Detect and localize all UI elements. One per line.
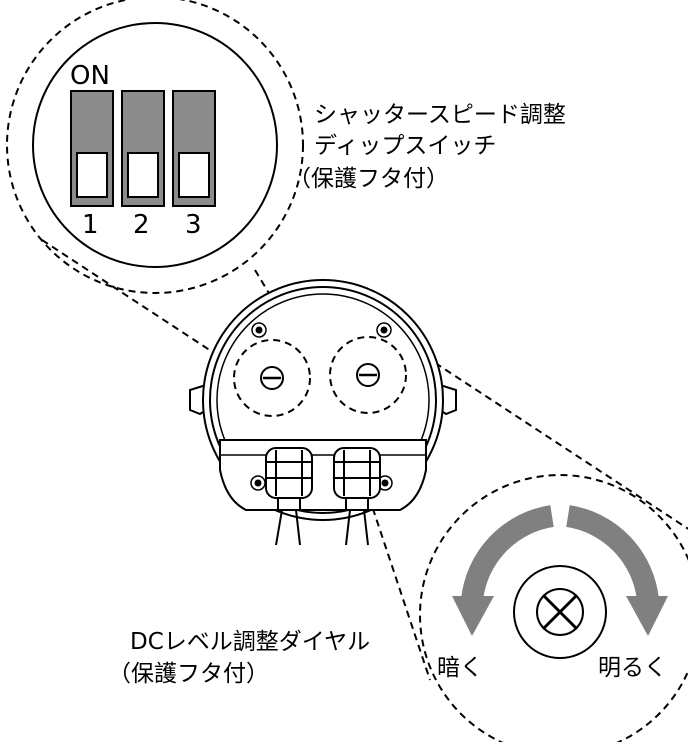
dip-on-label: ON <box>70 61 110 91</box>
slotted-screw-icon[interactable] <box>260 366 284 390</box>
corner-screw-bl <box>250 475 266 491</box>
dial-label-brighter: 明るく <box>598 655 667 681</box>
dc-caption-line2: （保護フタ付） <box>108 661 269 687</box>
dip-caption-line3: （保護フタ付） <box>288 166 449 192</box>
dip-number-2: 2 <box>133 210 150 240</box>
corner-screw-br <box>377 475 393 491</box>
dip-switch-1[interactable] <box>70 90 114 207</box>
dip-switch-3[interactable] <box>172 90 216 207</box>
arrow-right-icon <box>565 505 659 602</box>
dial-cross-icon[interactable] <box>513 565 607 659</box>
arrow-left-head-icon <box>452 596 494 636</box>
dial-cover-dashed <box>329 336 407 414</box>
dip-switch-2[interactable] <box>121 90 165 207</box>
dip-switch-callout: ON 1 2 3 <box>6 0 304 294</box>
dc-caption-line1: DCレベル調整ダイヤル <box>130 629 371 655</box>
arrow-right-head-icon <box>626 596 668 636</box>
dip-cover-dashed <box>233 339 311 417</box>
dip-number-3: 3 <box>185 210 202 240</box>
dip-callout-dashed-circle <box>6 0 304 294</box>
dc-level-callout <box>419 474 688 747</box>
dip-caption-line2: ディップスイッチ <box>314 133 497 159</box>
slotted-screw-icon[interactable] <box>356 363 380 387</box>
corner-screw-tl <box>251 322 267 338</box>
camera-device <box>189 279 457 546</box>
cable-gland-right <box>333 447 381 546</box>
dial-label-darker: 暗く <box>437 655 483 681</box>
arrow-left-icon <box>461 505 555 602</box>
corner-screw-tr <box>376 322 392 338</box>
dip-caption-line1: シャッタースピード調整 <box>314 102 566 128</box>
cable-gland-left <box>265 447 313 546</box>
dip-number-1: 1 <box>82 210 99 240</box>
